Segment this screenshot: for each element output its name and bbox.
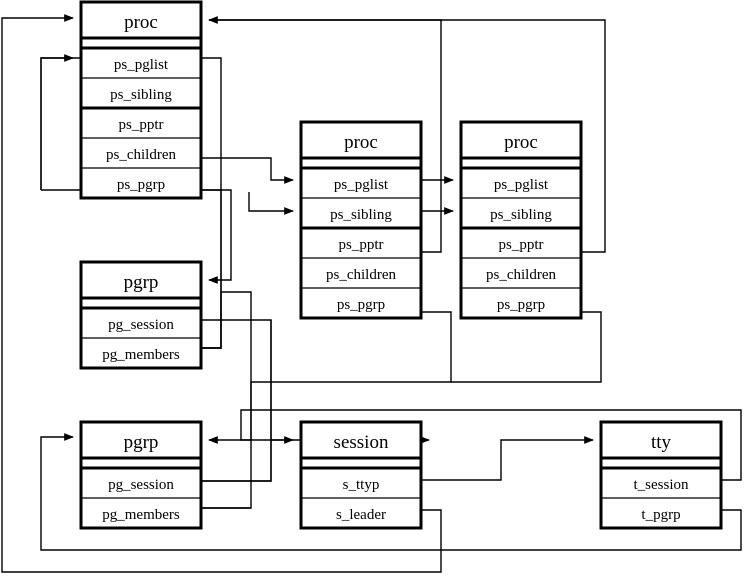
struct-box-session[interactable]: session s_ttyp s_leader <box>299 420 423 530</box>
box-field-proc-mid-ps_pgrp[interactable]: ps_pgrp <box>337 297 385 313</box>
box-field-session-s_ttyp[interactable]: s_ttyp <box>343 477 380 493</box>
connector-tty-session-to-session <box>240 409 742 481</box>
box-field-pgrp-upper-pg_session[interactable]: pg_session <box>108 317 174 333</box>
box-field-proc-mid-ps_children[interactable]: ps_children <box>326 267 396 283</box>
box-field-proc-top-ps_pgrp[interactable]: ps_pgrp <box>117 177 165 193</box>
struct-box-proc-right[interactable]: proc ps_pglist ps_sibling ps_pptr ps_childre… <box>459 120 583 320</box>
struct-box-proc-mid[interactable]: proc ps_pglist ps_sibling ps_pptr ps_childre… <box>299 120 423 320</box>
connector-pgrp-upper-members-stub <box>201 292 222 349</box>
box-field-proc-top-ps_pglist[interactable]: ps_pglist <box>114 57 169 73</box>
connector-session-leader-to-proc-top <box>1 14 442 573</box>
box-outline-proc-mid <box>299 120 423 320</box>
box-field-proc-mid-ps_pglist[interactable]: ps_pglist <box>334 177 389 193</box>
box-field-tty-t_pgrp[interactable]: t_pgrp <box>641 507 680 523</box>
box-outline-session <box>299 420 423 530</box>
connector-session-ttyp-to-tty <box>421 436 594 481</box>
box-field-pgrp-lower-pg_session[interactable]: pg_session <box>108 477 174 493</box>
box-field-proc-mid-ps_pptr[interactable]: ps_pptr <box>339 237 384 253</box>
box-field-tty-t_session[interactable]: t_session <box>633 477 689 493</box>
box-field-proc-top-ps_sibling[interactable]: ps_sibling <box>110 87 172 103</box>
connector-pgrp-upper-members-leg2 <box>40 54 74 190</box>
box-field-pgrp-upper-pg_members[interactable]: pg_members <box>102 347 180 363</box>
box-field-proc-top-ps_pptr[interactable]: ps_pptr <box>119 117 164 133</box>
box-field-proc-right-ps_sibling[interactable]: ps_sibling <box>490 207 552 223</box>
box-field-proc-right-ps_pglist[interactable]: ps_pglist <box>494 177 549 193</box>
box-outline-pgrp-upper <box>79 260 203 370</box>
connector-proc-right-pgrp-to-pgrp-lower <box>451 311 602 383</box>
box-outline-tty <box>599 420 723 530</box>
box-field-pgrp-lower-pg_members[interactable]: pg_members <box>102 507 180 523</box>
box-title-proc-mid: proc <box>344 132 378 153</box>
box-title-tty: tty <box>651 432 672 453</box>
box-field-proc-right-ps_children[interactable]: ps_children <box>486 267 556 283</box>
box-outline-proc-right <box>459 120 583 320</box>
box-title-proc-right: proc <box>504 132 538 153</box>
box-title-pgrp-upper: pgrp <box>124 272 159 293</box>
connector-proc-top-to-proc-mid-sibling <box>248 192 294 215</box>
connector-layer <box>1 14 742 573</box>
box-field-proc-top-ps_children[interactable]: ps_children <box>106 147 176 163</box>
struct-box-pgrp-lower[interactable]: pgrp pg_session pg_members <box>79 420 203 530</box>
box-outline-pgrp-lower <box>79 420 203 530</box>
struct-box-proc-top[interactable]: proc ps_pglist ps_sibling ps_pptr ps_childre… <box>79 0 203 200</box>
box-outline-proc-top <box>79 0 203 200</box>
box-field-proc-mid-ps_sibling[interactable]: ps_sibling <box>330 207 392 223</box>
box-field-session-s_leader[interactable]: s_leader <box>336 507 386 523</box>
box-field-proc-right-ps_pgrp[interactable]: ps_pgrp <box>497 297 545 313</box>
struct-box-tty[interactable]: tty t_session t_pgrp <box>599 420 723 530</box>
struct-box-pgrp-upper[interactable]: pgrp pg_session pg_members <box>79 260 203 370</box>
box-title-session: session <box>334 432 389 453</box>
box-layer: proc ps_pglist ps_sibling ps_pptr ps_childre… <box>79 0 723 530</box>
box-title-proc-top: proc <box>124 12 158 33</box>
connector-pgrp-lower-session-to-session <box>201 320 272 482</box>
box-field-proc-right-ps_pptr[interactable]: ps_pptr <box>499 237 544 253</box>
connector-tty-pgrp-to-pgrp-lower <box>40 433 742 551</box>
connector-proc-top-children-to-proc-mid-pglist <box>201 157 294 184</box>
box-title-pgrp-lower: pgrp <box>124 432 159 453</box>
connector-proc-mid-pptr-to-proc-top <box>209 19 442 253</box>
